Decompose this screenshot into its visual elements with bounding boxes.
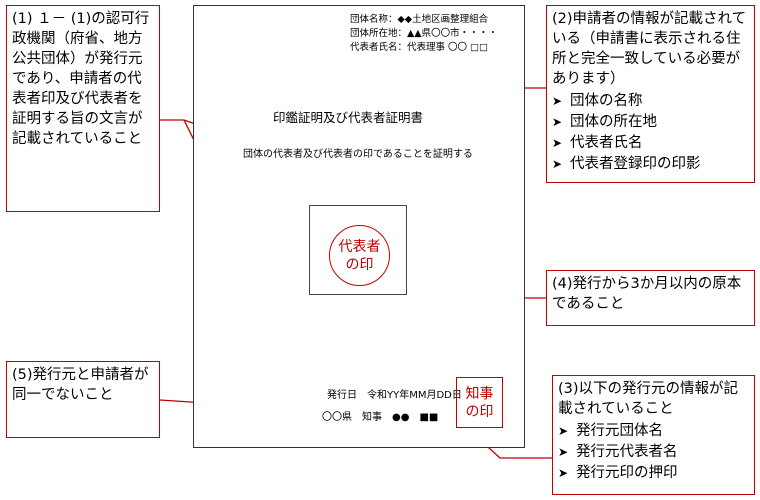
list-item: ➤団体の名称 <box>552 91 749 112</box>
callout-4-text: (4)発行から3か月以内の原本であること <box>552 276 742 312</box>
callout-4: (4)発行から3か月以内の原本であること <box>546 270 755 326</box>
representative-name: 代表者氏名：代表理事 〇〇 □□ <box>350 42 488 53</box>
representative-seal-line1: 代表者 <box>338 238 381 255</box>
list-item: ➤発行元団体名 <box>558 421 749 442</box>
representative-seal: 代表者の印 <box>329 225 390 286</box>
callout-2-list: ➤団体の名称 ➤団体の所在地 ➤代表者氏名 ➤代表者登録印の印影 <box>552 91 749 175</box>
list-item: ➤団体の所在地 <box>552 112 749 133</box>
list-item: ➤代表者登録印の印影 <box>552 154 749 175</box>
list-item: ➤発行元代表者名 <box>558 442 749 463</box>
seal-box <box>309 205 407 295</box>
document-statement: 団体の代表者及び代表者の印であることを証明する <box>243 149 473 160</box>
governor-seal: 知事の印 <box>456 377 503 428</box>
callout-2-text: (2)申請者の情報が記載されている（申請書に表示される住所と完全一致している必要… <box>552 11 747 87</box>
chevron-right-icon: ➤ <box>552 115 563 129</box>
list-item: ➤発行元印の押印 <box>558 463 749 484</box>
chevron-right-icon: ➤ <box>552 157 563 171</box>
governor-seal-line2: の印 <box>465 403 494 420</box>
callout-5: (5)発行元と申請者が同一でないこと <box>6 361 160 438</box>
org-address: 団体所在地：▲▲県〇〇市・・・・ <box>350 28 498 39</box>
callout-3: (3)以下の発行元の情報が記載されていること ➤発行元団体名 ➤発行元代表者名 … <box>552 375 755 495</box>
callout-3-list: ➤発行元団体名 ➤発行元代表者名 ➤発行元印の押印 <box>558 421 749 484</box>
governor-seal-line1: 知事 <box>465 385 494 402</box>
issue-date: 発行日 令和YY年MM月DD日 <box>327 390 462 401</box>
chevron-right-icon: ➤ <box>558 424 569 438</box>
document-title: 印鑑証明及び代表者証明書 <box>273 110 424 125</box>
chevron-right-icon: ➤ <box>558 466 569 480</box>
representative-seal-line2: の印 <box>345 256 374 273</box>
chevron-right-icon: ➤ <box>552 136 563 150</box>
chevron-right-icon: ➤ <box>552 94 563 108</box>
callout-1-text: (1) １－ (1)の認可行政機関（府省、地方公共団体）が発行元であり、申請者の… <box>12 11 150 147</box>
callout-3-text: (3)以下の発行元の情報が記載されていること <box>558 381 739 417</box>
org-name: 団体名称：◆◆土地区画整理組合 <box>350 14 489 25</box>
callout-2: (2)申請者の情報が記載されている（申請書に表示される住所と完全一致している必要… <box>546 5 755 183</box>
callout-1: (1) １－ (1)の認可行政機関（府省、地方公共団体）が発行元であり、申請者の… <box>6 5 160 212</box>
list-item: ➤代表者氏名 <box>552 133 749 154</box>
callout-5-text: (5)発行元と申請者が同一でないこと <box>12 367 149 403</box>
issuer: 〇〇県 知事 ●● ■■ <box>322 412 439 423</box>
chevron-right-icon: ➤ <box>558 445 569 459</box>
